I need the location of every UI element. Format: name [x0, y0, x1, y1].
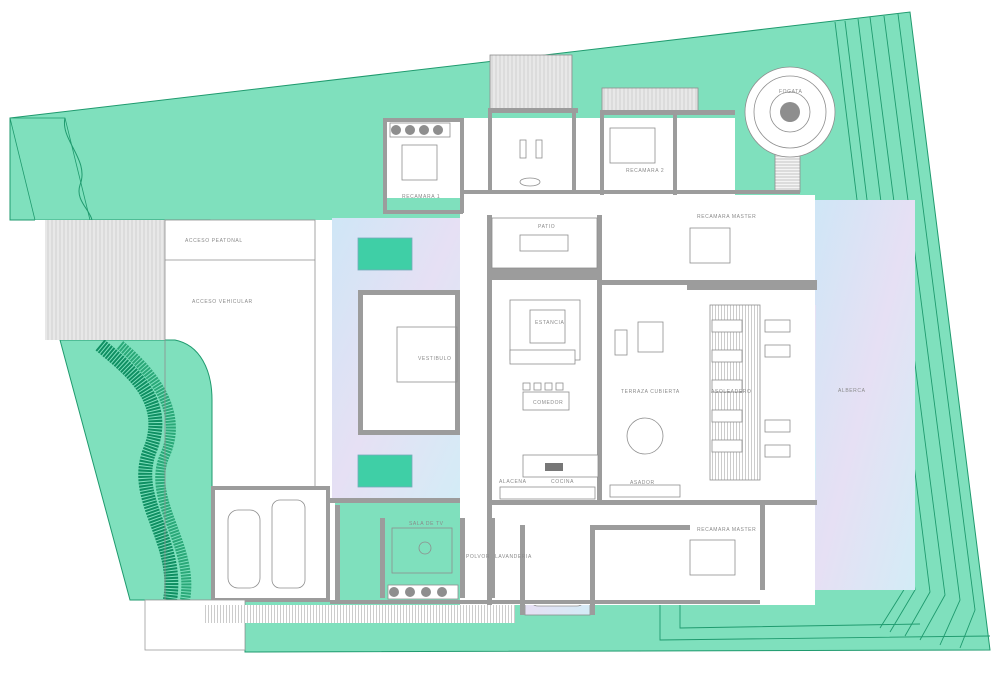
fire-pit: FOGATA	[744, 66, 836, 193]
label-lavanderia: LAVANDERIA	[495, 554, 532, 560]
label-terraza-cubierta: TERRAZA CUBIERTA	[621, 389, 680, 395]
label-recamara-master-top: RECAMARA MASTER	[697, 214, 756, 220]
stairs-top	[489, 54, 573, 111]
pedestrian-access-paving	[45, 220, 165, 340]
label-alberca: ALBERCA	[838, 388, 866, 394]
label-recamara-1: RECAMARA 1	[402, 194, 440, 200]
jacuzzi-bottom	[357, 454, 413, 488]
garage	[211, 486, 330, 602]
label-acceso-peatonal: ACCESO PEATONAL	[185, 238, 243, 244]
pool-courtyard	[332, 218, 460, 500]
label-asoleadero: ASOLEADERO	[711, 389, 751, 395]
label-recamara-master-bottom: RECAMARA MASTER	[697, 527, 756, 533]
label-estancia: ESTANCIA	[535, 320, 564, 326]
label-cocina: COCINA	[551, 479, 574, 485]
label-patio: PATIO	[538, 224, 555, 230]
jacuzzi-top	[357, 237, 413, 271]
label-fogata: FOGATA	[779, 89, 802, 95]
label-asador: ASADOR	[630, 480, 655, 486]
label-polvor: POLVOR	[466, 554, 490, 560]
label-comedor: COMEDOR	[533, 400, 563, 406]
label-alacena: ALACENA	[499, 479, 527, 485]
pool-main	[815, 200, 915, 590]
label-recamara-2: RECAMARA 2	[626, 168, 664, 174]
furniture	[387, 122, 791, 600]
label-acceso-vehicular: ACCESO VEHICULAR	[192, 299, 253, 305]
label-sala-tv: SALA DE TV	[409, 521, 444, 527]
label-vestibulo: VESTIBULO	[418, 356, 451, 362]
